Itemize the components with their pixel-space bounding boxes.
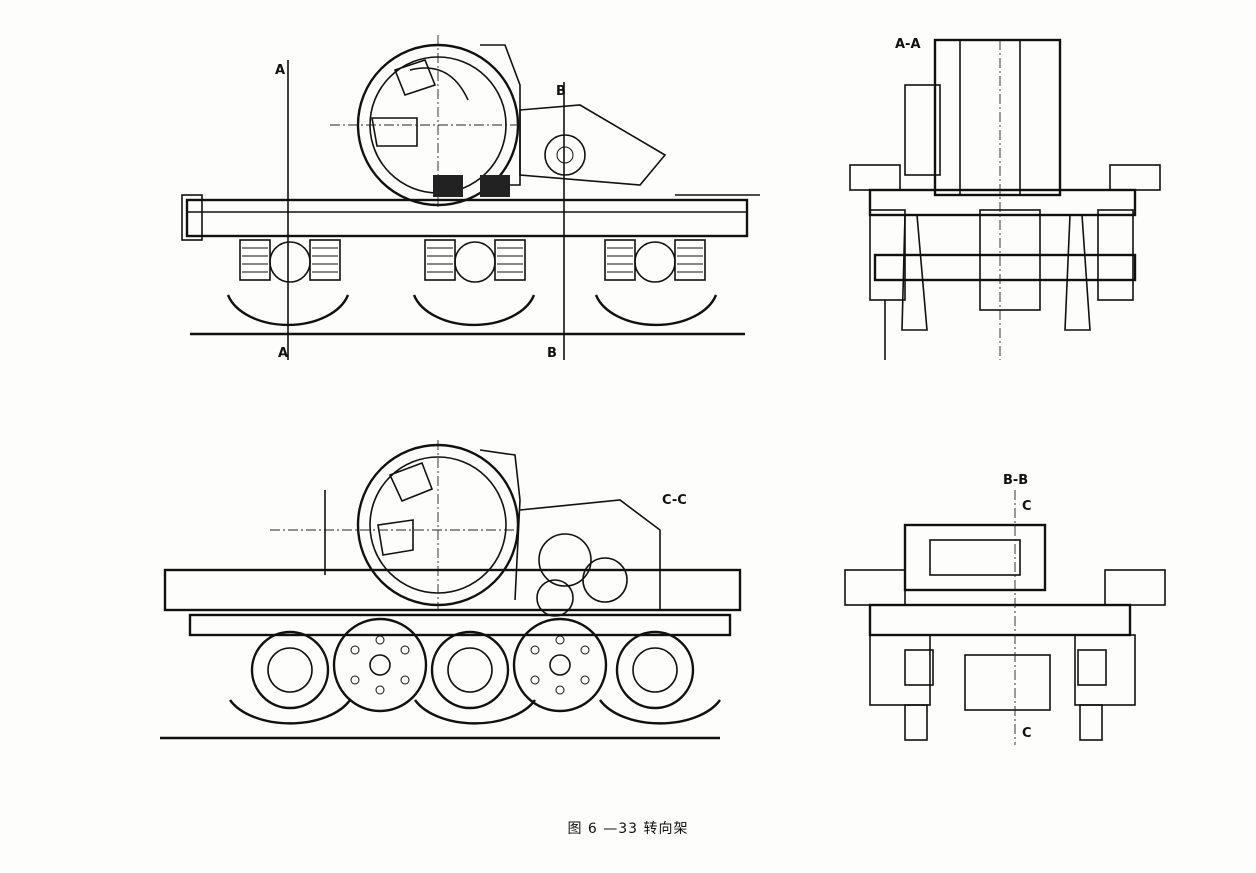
section-cc-view — [160, 440, 742, 740]
section-a-bottom-label: A — [278, 346, 288, 361]
figure-caption: 图 6 —33 转向架 — [567, 821, 689, 837]
section-c-top-label: C — [1022, 499, 1032, 514]
section-b-bottom-label: B — [547, 346, 557, 361]
section-a-top-label: A — [275, 63, 285, 78]
side-elevation-view — [181, 35, 760, 360]
section-b-top-label: B — [556, 84, 566, 99]
section-cc-title: C-C — [662, 493, 687, 508]
section-aa-view — [849, 38, 1161, 360]
section-bb-title: B-B — [1003, 473, 1028, 488]
section-aa-title: A-A — [895, 37, 921, 52]
section-bb-view — [844, 490, 1166, 745]
section-c-bottom-label: C — [1022, 726, 1032, 741]
